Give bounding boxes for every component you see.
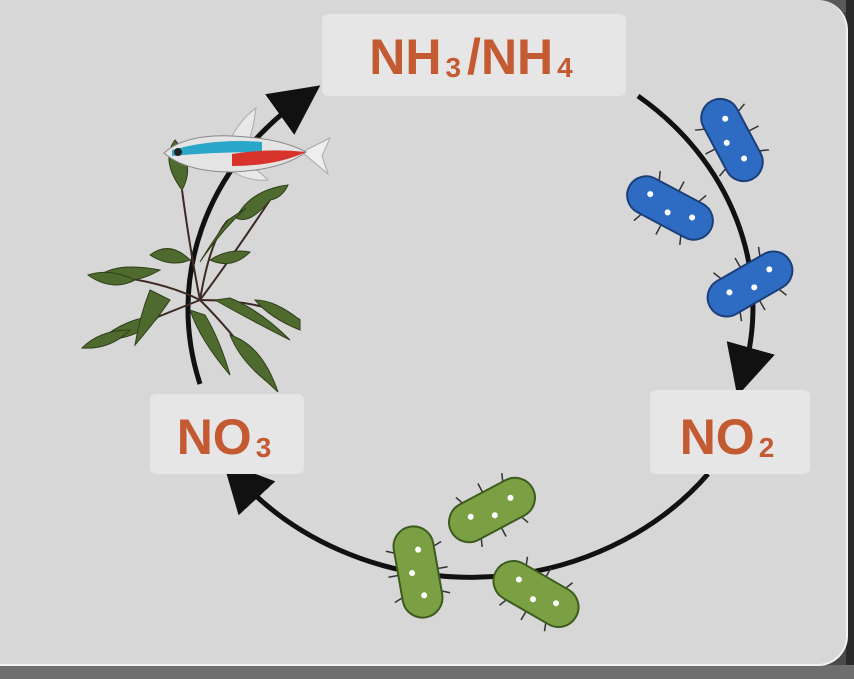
ammonia-label: NH 3 /NH 4: [322, 14, 626, 96]
ammonia-label-nh3: NH: [369, 32, 441, 82]
ammonia-label-sub3: 3: [445, 54, 461, 82]
diagram-panel: NH 3 /NH 4 NO 2 NO 3: [0, 0, 848, 666]
bacteria-green-icon: [380, 521, 455, 622]
bacteria-blue-icon: [615, 160, 724, 256]
bacteria-blue-icon: [685, 87, 779, 193]
nitrite-label-sub: 2: [759, 434, 775, 462]
fish-icon: [164, 108, 330, 180]
nitrite-label: NO 2: [650, 390, 810, 474]
bacteria-blue-icon: [695, 235, 805, 333]
ammonia-label-sub4: 4: [557, 54, 573, 82]
nitrite-label-main: NO: [680, 412, 755, 462]
ammonia-label-nh4: /NH: [467, 32, 553, 82]
nitrate-label: NO 3: [150, 394, 304, 474]
nitrogen-cycle-diagram: [0, 0, 848, 666]
bacteria-green-icon: [437, 462, 546, 558]
nitrate-label-sub: 3: [256, 434, 272, 462]
nitrate-label-main: NO: [177, 412, 252, 462]
bottom-frame-strip: [0, 665, 854, 679]
